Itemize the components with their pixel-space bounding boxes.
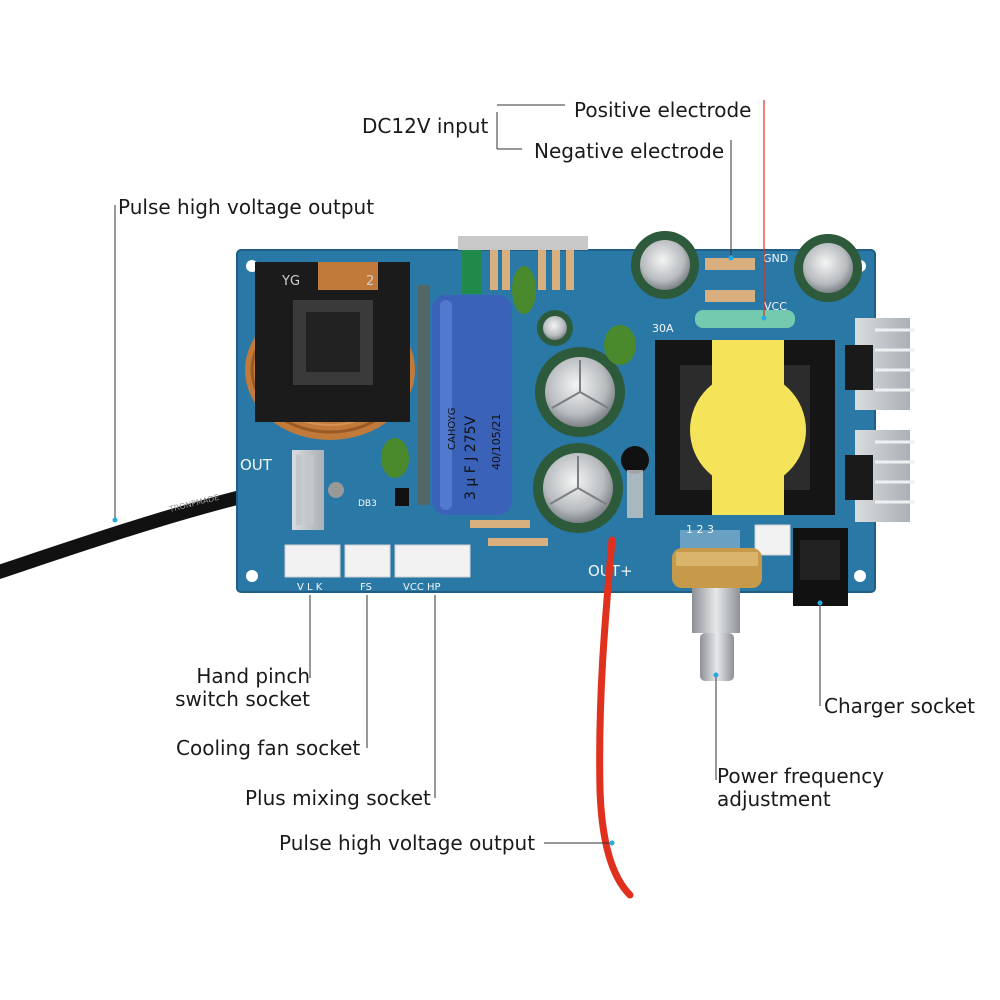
- label-pulse-hv-output-bottom: Pulse high voltage output: [279, 831, 536, 855]
- label-power-freq-line1: Power frequency: [717, 764, 885, 788]
- leader-lines: [114, 104, 821, 844]
- label-hand-pinch-line1: Hand pinch: [196, 664, 310, 688]
- svg-text:GND: GND: [763, 252, 788, 265]
- film-capacitor: 3 μ F J 275V 40/105/21 CAHOYG: [432, 295, 512, 515]
- label-charger-socket: Charger socket: [824, 694, 976, 718]
- label-cooling-fan-socket: Cooling fan socket: [176, 736, 361, 760]
- svg-text:40/105/21: 40/105/21: [490, 414, 503, 470]
- label-positive-electrode: Positive electrode: [574, 98, 752, 122]
- fan-connector: FS: [344, 544, 391, 593]
- label-hand-pinch-line2: switch socket: [175, 687, 310, 711]
- svg-text:CAHOYG: CAHOYG: [447, 407, 458, 450]
- svg-text:DB3: DB3: [358, 499, 377, 509]
- svg-text:FS: FS: [360, 582, 372, 593]
- mixing-connector: VCC HP: [394, 544, 471, 593]
- label-dc12v-input: DC12V input: [362, 114, 489, 138]
- label-plus-mixing-socket: Plus mixing socket: [245, 786, 431, 810]
- silk-out: OUT: [240, 456, 273, 474]
- label-pulse-hv-output-top: Pulse high voltage output: [118, 195, 375, 219]
- transformer: [655, 340, 835, 515]
- electrolytic-capacitors: [533, 231, 862, 533]
- red-output-wire: [596, 536, 634, 899]
- label-power-freq-line2: adjustment: [717, 787, 831, 811]
- svg-text:1 2 3: 1 2 3: [686, 523, 714, 536]
- svg-text:YG: YG: [281, 274, 300, 289]
- label-hand-pinch-switch-socket: Hand pinch switch socket: [150, 665, 310, 711]
- label-negative-electrode: Negative electrode: [534, 139, 725, 163]
- svg-text:V L K: V L K: [297, 582, 323, 593]
- svg-text:30A: 30A: [652, 322, 674, 335]
- label-power-frequency-adjustment: Power frequency adjustment: [717, 765, 884, 811]
- svg-text:VCC HP: VCC HP: [403, 582, 441, 593]
- ignition-coil: YG 2: [245, 262, 415, 440]
- potentiometer: [672, 548, 762, 681]
- heatsinks: [845, 318, 915, 522]
- svg-text:3 μ F J 275V: 3 μ F J 275V: [463, 415, 479, 500]
- svg-text:2: 2: [366, 274, 374, 289]
- svg-text:VCC: VCC: [764, 300, 787, 313]
- hand-pinch-connector: V L K: [284, 544, 341, 593]
